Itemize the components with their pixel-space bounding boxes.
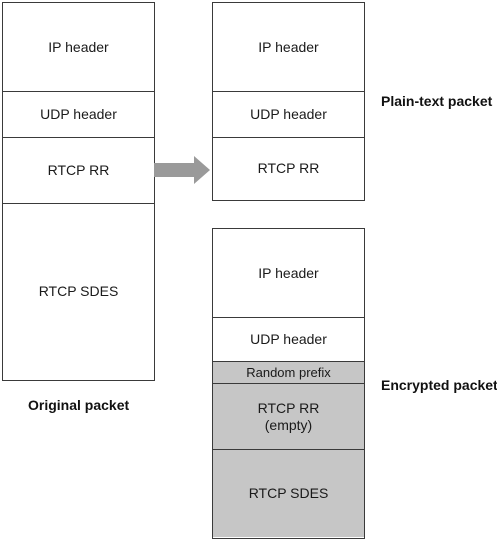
original-rtcp-sdes: RTCP SDES xyxy=(3,203,154,379)
original-udp-header-label: UDP header xyxy=(40,106,117,122)
encrypted-rtcp-rr: RTCP RR (empty) xyxy=(213,383,364,449)
encrypted-ip-header: IP header xyxy=(213,229,364,317)
encrypted-ip-header-label: IP header xyxy=(258,264,319,281)
plaintext-packet-caption: Plain-text packet xyxy=(381,93,493,109)
original-rtcp-rr-label: RTCP RR xyxy=(47,162,110,178)
encrypted-udp-header: UDP header xyxy=(213,317,364,361)
arrow-right-icon xyxy=(154,156,210,184)
encrypted-packet-caption: Encrypted packet xyxy=(381,377,497,393)
plaintext-udp-header-label: UDP header xyxy=(250,106,327,122)
encrypted-udp-header-label: UDP header xyxy=(250,331,327,347)
original-packet-caption: Original packet xyxy=(28,397,130,413)
original-ip-header: IP header xyxy=(3,3,154,91)
plaintext-rtcp-rr-label: RTCP RR xyxy=(257,160,320,176)
plaintext-udp-header: UDP header xyxy=(213,91,364,137)
arrow-shape xyxy=(154,156,210,184)
encrypted-packet-stack: IP header UDP header Random prefix RTCP … xyxy=(212,228,365,539)
original-packet-stack: IP header UDP header RTCP RR RTCP SDES xyxy=(2,2,155,381)
encrypted-rtcp-sdes-label: RTCP SDES xyxy=(248,485,329,501)
encrypted-rtcp-rr-label: RTCP RR (empty) xyxy=(257,399,320,433)
original-ip-header-label: IP header xyxy=(48,38,109,55)
encrypted-random-prefix-label: Random prefix xyxy=(246,365,331,380)
encrypted-rtcp-sdes: RTCP SDES xyxy=(213,449,364,537)
plaintext-packet-stack: IP header UDP header RTCP RR xyxy=(212,2,365,201)
plaintext-rtcp-rr: RTCP RR xyxy=(213,137,364,199)
plaintext-ip-header: IP header xyxy=(213,3,364,91)
original-rtcp-sdes-label: RTCP SDES xyxy=(38,283,119,299)
original-udp-header: UDP header xyxy=(3,91,154,137)
encrypted-random-prefix: Random prefix xyxy=(213,361,364,383)
original-rtcp-rr: RTCP RR xyxy=(3,137,154,203)
plaintext-ip-header-label: IP header xyxy=(258,38,319,55)
